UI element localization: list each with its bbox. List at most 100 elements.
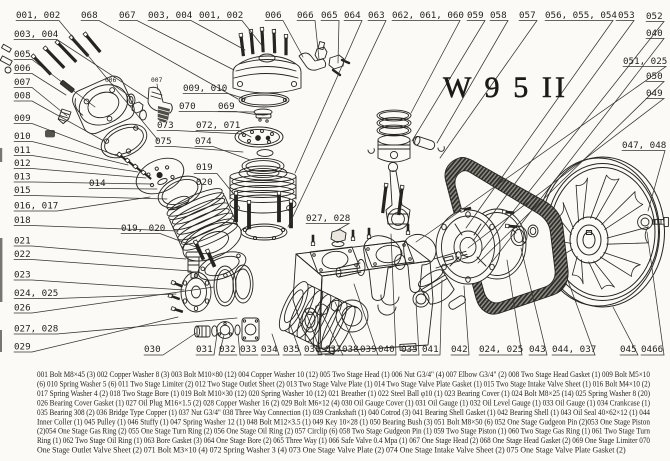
callout-top-065: 065: [321, 10, 338, 21]
leader-right-050: [477, 81, 665, 264]
left-edge-parts: [0, 31, 102, 138]
leader-left-008: [13, 100, 105, 142]
leader-inner-069: [217, 111, 260, 116]
callout-bottom-035: 035: [401, 344, 418, 355]
leader-left-022: [13, 259, 192, 272]
leader-left-009: [13, 123, 121, 158]
leader-left-003-004: [13, 39, 149, 100]
crankcase-front-cylinder: [278, 281, 357, 355]
two-stage-head-gasket: [100, 123, 148, 159]
leader-top-063: [287, 20, 387, 228]
callout-top-057: 057: [519, 10, 536, 21]
callout-left-007: 007: [14, 77, 31, 88]
leader-inner-074: [194, 146, 251, 161]
callout-bottom-024-025: 024, 025: [479, 344, 523, 355]
callout-top-067: 067: [119, 10, 136, 21]
leader-inner-075: [154, 146, 244, 153]
leader-left-012: [13, 168, 147, 179]
leader-left-010: [13, 141, 129, 166]
leader-left-006: [13, 73, 67, 96]
leader-lines: [13, 20, 668, 356]
leader-bottom-041: [421, 279, 443, 356]
leader-left-015: [13, 195, 168, 200]
one-stage-head-gasket: [238, 92, 290, 108]
callout-inner-014: 014: [89, 178, 106, 189]
oil-plug: [330, 229, 347, 248]
leader-bottom-030: [143, 332, 197, 356]
circlips: [367, 146, 445, 154]
callout-inner-027-028: 027, 028: [306, 213, 350, 224]
leader-top-006: [264, 20, 304, 58]
callout-bottom-030: 030: [144, 344, 161, 355]
leader-left-007: [13, 87, 68, 117]
callout-top-001-002: 001, 002: [199, 10, 243, 21]
callout-left-009: 009: [14, 113, 31, 124]
parts-list-line-4: 026 Bearing Cover Gasket (1) 027 Oil Plu…: [37, 398, 650, 407]
leader-bottom-044-037: [551, 277, 596, 356]
leader-top-001-002: [198, 20, 265, 49]
leader-left-023: [13, 279, 185, 291]
callout-top-006: 006: [265, 10, 282, 21]
callout-bottom-038: 038: [342, 344, 359, 355]
leader-bottom-035: [400, 301, 420, 356]
callout-top-059: 059: [467, 10, 484, 21]
callout-left-011: 011: [14, 145, 31, 156]
conrod-bolts: [381, 182, 405, 216]
leader-left-018: [13, 225, 179, 232]
two-stage-cylinder: [166, 188, 242, 262]
bearing-cover-bolts: [167, 279, 184, 314]
bearing-cover-gasket: [213, 264, 254, 307]
leader-inner-073: [156, 130, 245, 135]
callout-bottom-036: 036: [304, 344, 321, 355]
callout-left-016-017: 016, 017: [14, 201, 58, 212]
leader-inner-019-020: [120, 233, 197, 248]
callout-top-056-055-054: 056, 055, 054: [545, 10, 617, 21]
callout-top-064: 064: [344, 10, 361, 21]
callout-left-026: 026: [14, 303, 31, 314]
parts-list-line-6: Inner Coller (1) 045 Pulley (1) 046 Stuf…: [37, 417, 650, 426]
leader-right-047-048: [621, 150, 666, 212]
crankcase: [292, 240, 434, 355]
elbow-fitting-left: [147, 86, 173, 122]
leader-right-040: [491, 38, 665, 263]
leader-bottom-045: [612, 306, 639, 356]
callout-left-018: 018: [14, 215, 31, 226]
leader-top-064: [294, 20, 363, 174]
crankcase-top-bolts: [310, 223, 411, 247]
callout-left-012: 012: [14, 158, 31, 169]
callout-left-022: 022: [14, 249, 31, 260]
callout-right-047-048: 047, 048: [622, 140, 666, 151]
parts-list-line-1: 001 Bolt M8×45 (3) 002 Copper Washer 8 (…: [37, 370, 650, 379]
leader-left-016-017: [13, 196, 151, 212]
two-stage-piston: [377, 134, 411, 163]
leader-inner-007: [156, 83, 159, 91]
callout-left-005: 005: [14, 49, 31, 60]
callout-bottom-037: 037: [325, 344, 342, 355]
one-stage-bore-gasket: [240, 223, 288, 241]
callout-top-062-061-060: 062, 061, 060: [392, 10, 464, 21]
inner-collar: [527, 224, 539, 238]
callout-top-053: 053: [618, 10, 635, 21]
two-stage-cylinder-bolts: [192, 239, 217, 268]
leader-left-005: [13, 59, 96, 108]
leader-top-062-061-060: [391, 20, 461, 114]
callout-bottom-045: 045: [620, 344, 637, 355]
leader-right-052: [480, 21, 665, 253]
exploded-diagram-drawing: [0, 26, 669, 355]
leader-bottom-033: [237, 333, 259, 356]
leader-top-059: [411, 20, 486, 142]
leader-right-049: [467, 98, 666, 249]
callout-inner-020: 020: [196, 177, 213, 188]
callout-bottom-035: 035: [283, 344, 300, 355]
callout-top-066: 066: [297, 10, 314, 21]
callout-left-008: 008: [14, 91, 31, 102]
leader-top-066: [296, 20, 320, 60]
head-nut-washers: [126, 93, 147, 121]
callout-right-040: 040: [646, 28, 663, 39]
callout-bottom-041: 041: [422, 344, 439, 355]
one-stage-valve-plate: [234, 126, 284, 148]
leader-bottom-031: [195, 333, 218, 356]
